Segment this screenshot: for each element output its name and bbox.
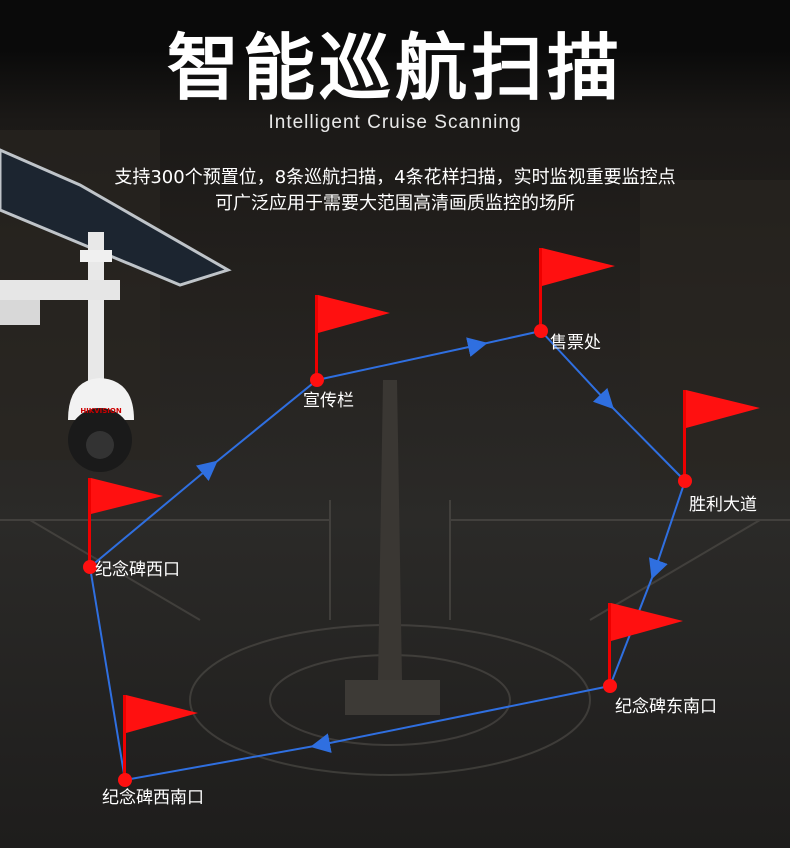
route-point-marker — [83, 560, 97, 574]
route-segment — [316, 330, 542, 381]
flag-icon — [315, 295, 390, 380]
point-label: 胜利大道 — [689, 495, 757, 515]
route-point-marker — [118, 773, 132, 787]
route-point-marker — [603, 679, 617, 693]
flag-icon — [683, 390, 760, 481]
camera-housing — [68, 378, 134, 420]
flag-icon — [539, 248, 615, 331]
flag-icon — [88, 478, 163, 568]
route-point-marker — [310, 373, 324, 387]
route-point-marker — [534, 324, 548, 338]
description-line: 支持300个预置位，8条巡航扫描，4条花样扫描，实时监视重要监控点 — [114, 167, 676, 188]
description-line: 可广泛应用于需要大范围高清画质监控的场所 — [215, 193, 575, 214]
solar-panel — [0, 148, 232, 287]
point-label: 纪念碑西口 — [95, 559, 180, 580]
brand-logo: HIKVISION — [80, 407, 122, 415]
point-label: 宣传栏 — [303, 391, 354, 411]
flag-icon — [123, 695, 198, 780]
obelisk — [378, 380, 402, 680]
route-segment — [89, 379, 318, 568]
flag-icon — [608, 603, 683, 686]
route-point-marker — [678, 474, 692, 488]
point-label: 售票处 — [550, 333, 601, 353]
point-label: 纪念碑西南口 — [102, 787, 204, 808]
route-segment — [89, 566, 126, 781]
page-title: 智能巡航扫描 — [166, 26, 623, 110]
route-segment — [609, 480, 686, 687]
page-subtitle: Intelligent Cruise Scanning — [268, 112, 522, 133]
route-segment — [124, 685, 611, 781]
point-label: 纪念碑东南口 — [615, 696, 717, 717]
route-segment — [540, 330, 686, 482]
